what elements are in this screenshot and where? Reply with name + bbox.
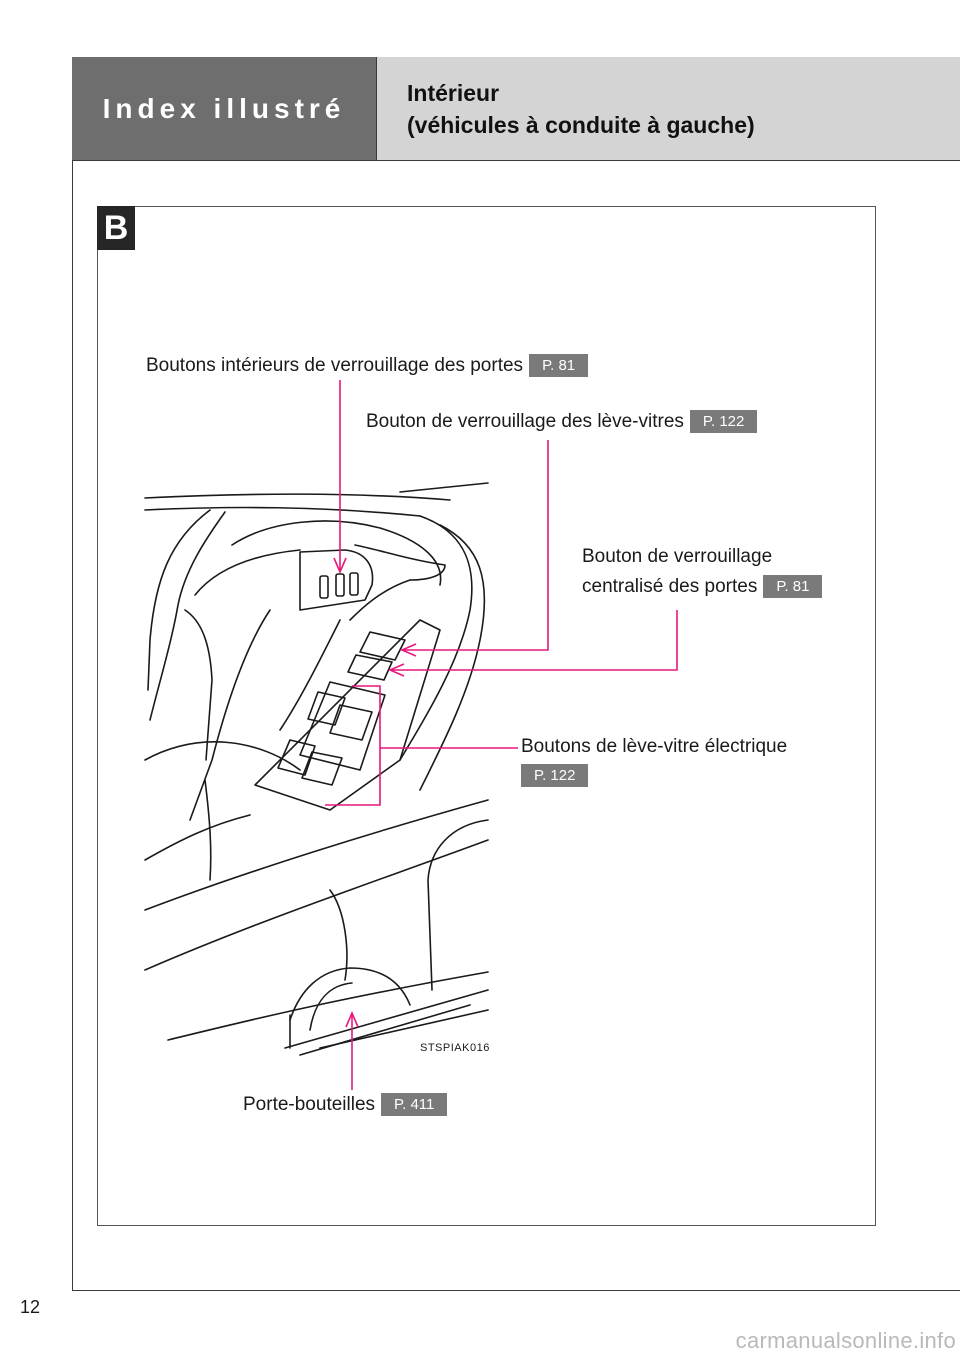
callout-window-lock-text: Bouton de verrouillage des lève-vitres (366, 411, 684, 432)
callout-power-window-text: Boutons de lève-vitre électrique (521, 736, 788, 757)
page-ref-bottle-holder[interactable]: P. 411 (381, 1093, 448, 1117)
subtitle-line1: Intérieur (407, 80, 500, 106)
callout-bottle-holder-text: Porte-bouteilles (243, 1094, 376, 1115)
page-number: 12 (20, 1297, 41, 1317)
page-ref-door-lock[interactable]: P. 81 (529, 354, 589, 378)
section-title-block: Index illustré (72, 57, 377, 160)
callout-central-lock-line2: centralisé des portes (582, 576, 758, 597)
illustration-code: STSPIAK016 (420, 1042, 490, 1054)
section-title: Index illustré (102, 92, 346, 124)
callout-central-lock-line1: Bouton de verrouillage (582, 546, 773, 567)
page-ref-power-window[interactable]: P. 122 (521, 764, 589, 788)
page-ref-central-lock[interactable]: P. 81 (763, 575, 823, 599)
subtitle-line2: (véhicules à conduite à gauche) (407, 112, 755, 138)
callout-door-lock-buttons-text: Boutons intérieurs de verrouillage des p… (146, 355, 524, 376)
page-ref-window-lock[interactable]: P. 122 (689, 410, 758, 434)
callout-power-window-ref: P. 122 (515, 764, 589, 788)
subtitle-block: Intérieur (véhicules à conduite à gauche… (377, 57, 960, 160)
callout-door-lock-buttons: Boutons intérieurs de verrouillage des p… (146, 354, 589, 378)
illustration-panel (97, 206, 876, 1226)
header-bar: Index illustré Intérieur (véhicules à co… (72, 57, 960, 161)
section-badge: B (97, 206, 135, 250)
watermark: carmanualsonline.info (735, 1328, 956, 1353)
